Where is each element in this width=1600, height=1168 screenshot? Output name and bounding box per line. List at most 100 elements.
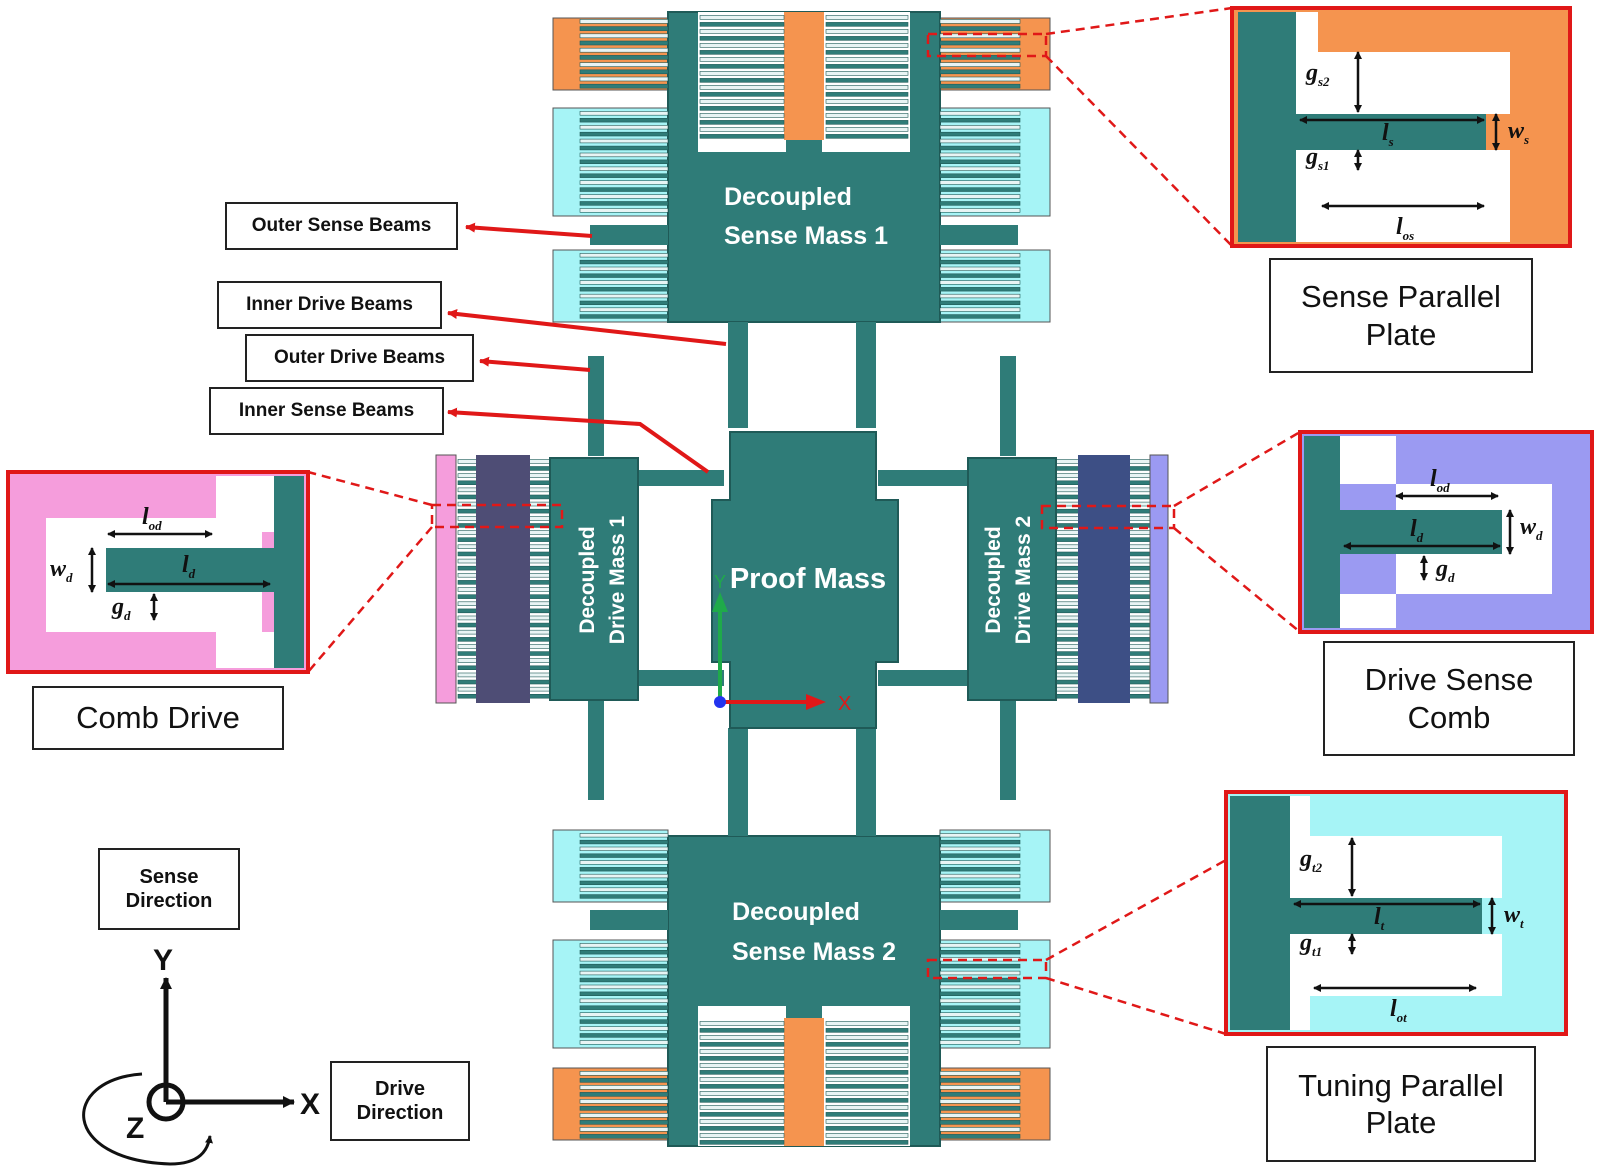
sense-finger [579, 943, 669, 948]
sense-finger [579, 33, 669, 39]
sense-finger [939, 208, 1021, 213]
dim-comb-ld: l [182, 552, 189, 578]
sense-finger [939, 860, 1021, 865]
sense-finger [699, 1028, 785, 1033]
sense-finger [579, 259, 669, 265]
label-outer-sense-beams: Outer Sense Beams [225, 202, 458, 250]
sense-finger [939, 1092, 1021, 1097]
electrode-violet [1149, 454, 1169, 704]
sense-finger [699, 1070, 785, 1075]
svg-text:lt: lt [1374, 904, 1385, 933]
sense-finger [579, 1005, 669, 1010]
sense-finger [939, 62, 1021, 67]
sense-finger [579, 266, 669, 272]
sense-finger [579, 69, 669, 75]
sense-finger [939, 266, 1021, 272]
sense-finger [579, 1019, 669, 1024]
sense-finger [825, 36, 909, 41]
sense-finger [579, 159, 669, 164]
sense-finger [579, 1106, 669, 1111]
sense-finger [939, 76, 1021, 82]
dim-comb-lod: l [142, 504, 149, 530]
outer-sense-beam-bottom-right [940, 910, 1018, 930]
sense-finger [579, 62, 669, 67]
sense-finger [825, 106, 909, 111]
sense-finger [939, 55, 1021, 60]
dim-gt1: g [1299, 930, 1312, 956]
sense-finger [579, 970, 669, 976]
drive-mass-2 [967, 457, 1057, 701]
sense-finger [939, 839, 1021, 845]
svg-text:gd: gd [1435, 556, 1455, 585]
sense-finger [579, 860, 669, 865]
sense-finger [579, 1120, 669, 1125]
inner-drive-beam-top-left [728, 322, 748, 428]
sense-finger [699, 1077, 785, 1082]
drive-mass-1 [549, 457, 639, 701]
sense-finger [699, 1049, 785, 1054]
sense-finger [699, 29, 785, 34]
sense-finger [939, 253, 1021, 258]
sense-finger [699, 120, 785, 125]
label-sense-direction: Sense Direction [98, 848, 240, 930]
sense-finger [939, 1040, 1021, 1045]
sense-finger [939, 273, 1021, 278]
outer-drive-beam-bottom-right [1000, 700, 1016, 800]
sense-finger [825, 1126, 909, 1131]
sense-finger [579, 307, 669, 312]
sense-finger [579, 118, 669, 123]
leader-outer-drive-beams [479, 356, 591, 372]
dim-dsc-lod: l [1430, 466, 1437, 492]
sense-finger [825, 134, 909, 139]
sense-finger [699, 1105, 785, 1110]
outer-drive-beam-top-right [1000, 356, 1016, 456]
electrode-orange-bottom-center [784, 1018, 824, 1146]
dim-gt2-sub: t2 [1312, 860, 1323, 875]
local-axis-triad: X Y [712, 572, 851, 715]
sense-finger [579, 1099, 669, 1104]
sense-finger [939, 1113, 1021, 1118]
dim-dsc-lod-sub: od [1437, 480, 1451, 495]
sense-finger [579, 125, 669, 130]
sense-finger [699, 1056, 785, 1061]
dim-comb-gd: g [111, 594, 124, 620]
sense-finger [579, 1078, 669, 1083]
sense-finger [579, 984, 669, 990]
sense-finger [579, 314, 669, 319]
sense-mass-1-label-2: Sense Mass 1 [724, 222, 888, 250]
sense-finger [699, 106, 785, 111]
sense-finger [939, 314, 1021, 319]
sense-finger [939, 853, 1021, 858]
label-sense-parallel-plate: Sense Parallel Plate [1269, 258, 1533, 373]
sense-finger [939, 145, 1021, 151]
sense-finger [579, 40, 669, 46]
dim-wt-sub: t [1520, 916, 1524, 931]
sense-finger [699, 36, 785, 41]
label-inner-sense-beams: Inner Sense Beams [209, 387, 444, 435]
sense-finger [939, 280, 1021, 285]
sense-finger [579, 894, 669, 899]
electrode-pink [435, 454, 457, 704]
dim-gt1-sub: t1 [1312, 944, 1322, 959]
inner-sense-beam-lower-right [878, 670, 968, 686]
sense-finger [699, 127, 785, 132]
sense-finger [825, 1063, 909, 1068]
sense-finger [699, 113, 785, 118]
sense-finger [699, 92, 785, 97]
sense-finger [579, 131, 669, 137]
inner-sense-beam-upper-right [878, 470, 968, 486]
sense-finger [825, 1112, 909, 1117]
sense-finger [579, 55, 669, 60]
sense-finger [579, 867, 669, 872]
sense-finger [939, 187, 1021, 192]
sense-finger [939, 19, 1021, 24]
sense-finger [579, 1033, 669, 1038]
sense-finger [579, 253, 669, 258]
sense-finger [699, 1098, 785, 1103]
dim-dsc-ld: l [1410, 516, 1417, 542]
sense-finger [699, 1126, 785, 1131]
sense-finger [939, 173, 1021, 178]
sense-finger [939, 159, 1021, 164]
sense-finger [579, 273, 669, 278]
sense-mass-2-label-2: Sense Mass 2 [732, 938, 896, 966]
